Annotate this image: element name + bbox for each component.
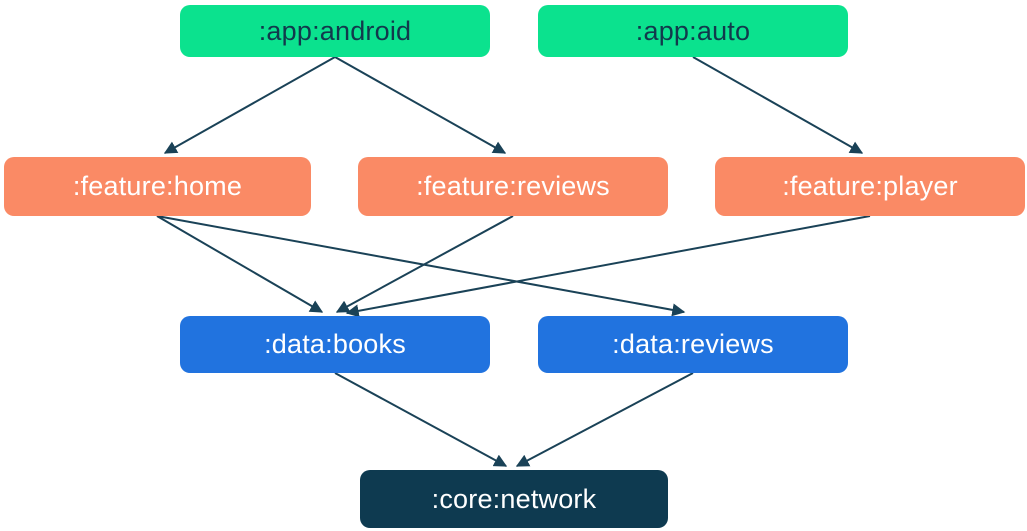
edge-app-auto-to-feature-player — [692, 56, 864, 154]
edge-app-android-to-feature-reviews — [334, 56, 507, 154]
edge-data-reviews-to-core-network — [515, 372, 694, 467]
node-label-feature-home: :feature:home — [72, 171, 243, 201]
node-app-android: :app:android — [180, 5, 490, 57]
node-feature-home: :feature:home — [4, 157, 311, 216]
node-data-reviews: :data:reviews — [538, 316, 848, 373]
node-label-core-network: :core:network — [431, 483, 597, 514]
edge-data-books-to-core-network — [334, 372, 508, 467]
edge-feature-home-to-data-reviews — [156, 215, 686, 317]
node-app-auto: :app:auto — [538, 5, 848, 57]
node-label-app-android: :app:android — [258, 15, 412, 46]
edge-feature-reviews-to-data-books — [335, 215, 514, 313]
node-label-data-books: :data:books — [264, 329, 406, 359]
node-label-data-reviews: :data:reviews — [612, 329, 774, 359]
node-label-app-auto: :app:auto — [635, 15, 751, 46]
node-data-books: :data:books — [180, 316, 490, 373]
node-label-feature-player: :feature:player — [782, 171, 958, 201]
edge-feature-home-to-data-books — [156, 215, 324, 313]
node-core-network: :core:network — [360, 470, 668, 528]
node-label-feature-reviews: :feature:reviews — [416, 171, 610, 201]
node-feature-reviews: :feature:reviews — [358, 157, 668, 216]
edge-app-android-to-feature-home — [163, 56, 336, 154]
edge-feature-player-to-data-books — [345, 215, 871, 318]
node-feature-player: :feature:player — [715, 157, 1025, 216]
